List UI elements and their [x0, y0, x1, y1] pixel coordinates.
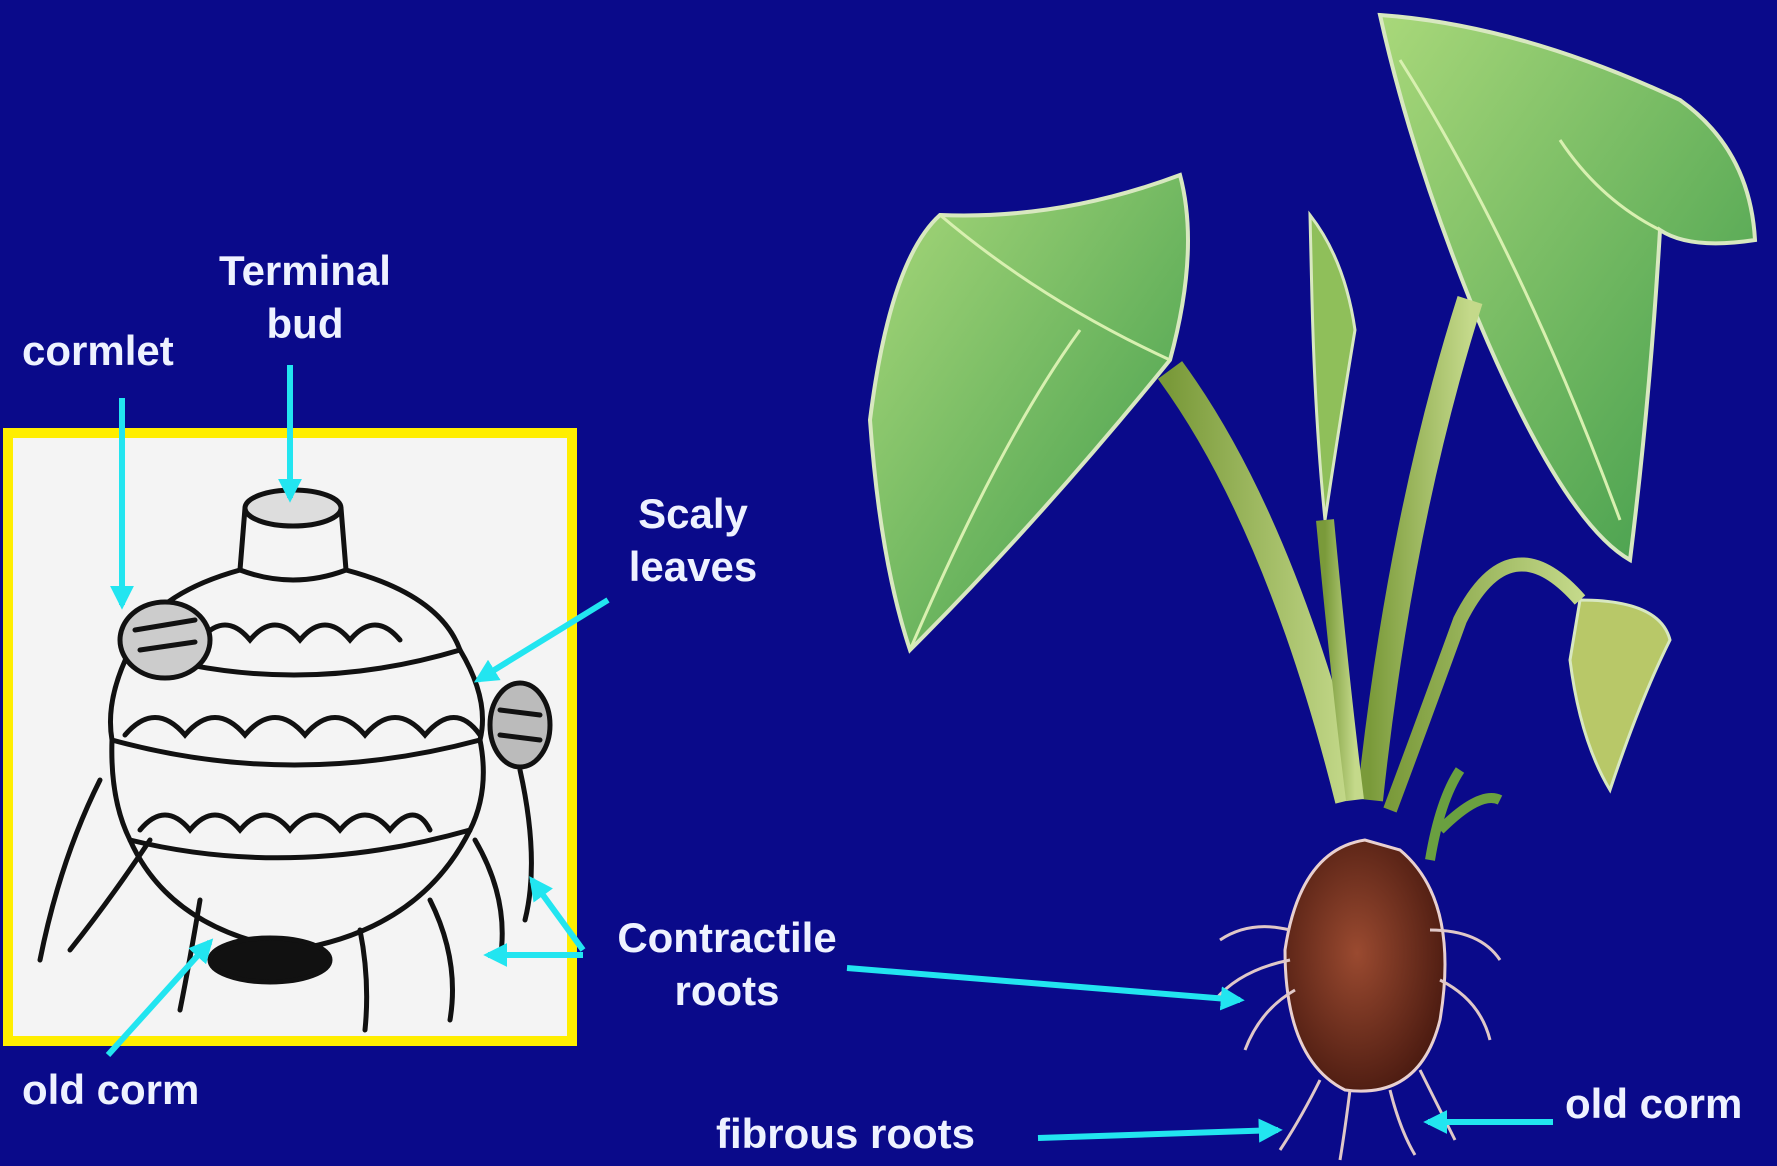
- arrow-fibrous-roots: [1038, 1130, 1278, 1138]
- label-contractile-roots: Contractile roots: [592, 912, 862, 1017]
- leaf-drooping: [1570, 600, 1670, 790]
- label-cormlet: cormlet: [22, 325, 174, 378]
- leaf-upper-right: [1380, 15, 1755, 560]
- label-scaly-leaves: Scaly leaves: [608, 488, 778, 593]
- label-fibrous-roots: fibrous roots: [716, 1108, 975, 1161]
- corm-sketch-panel: [8, 433, 572, 1041]
- label-terminal-bud: Terminal bud: [200, 245, 410, 350]
- taro-plant-illustration: [870, 15, 1755, 1160]
- label-old-corm-left: old corm: [22, 1064, 199, 1117]
- corm: [1285, 840, 1445, 1091]
- label-old-corm-right: old corm: [1565, 1078, 1742, 1131]
- leaf-narrow: [1310, 215, 1355, 520]
- arrow-contractile-right: [847, 968, 1240, 1000]
- leaf-left: [870, 175, 1188, 650]
